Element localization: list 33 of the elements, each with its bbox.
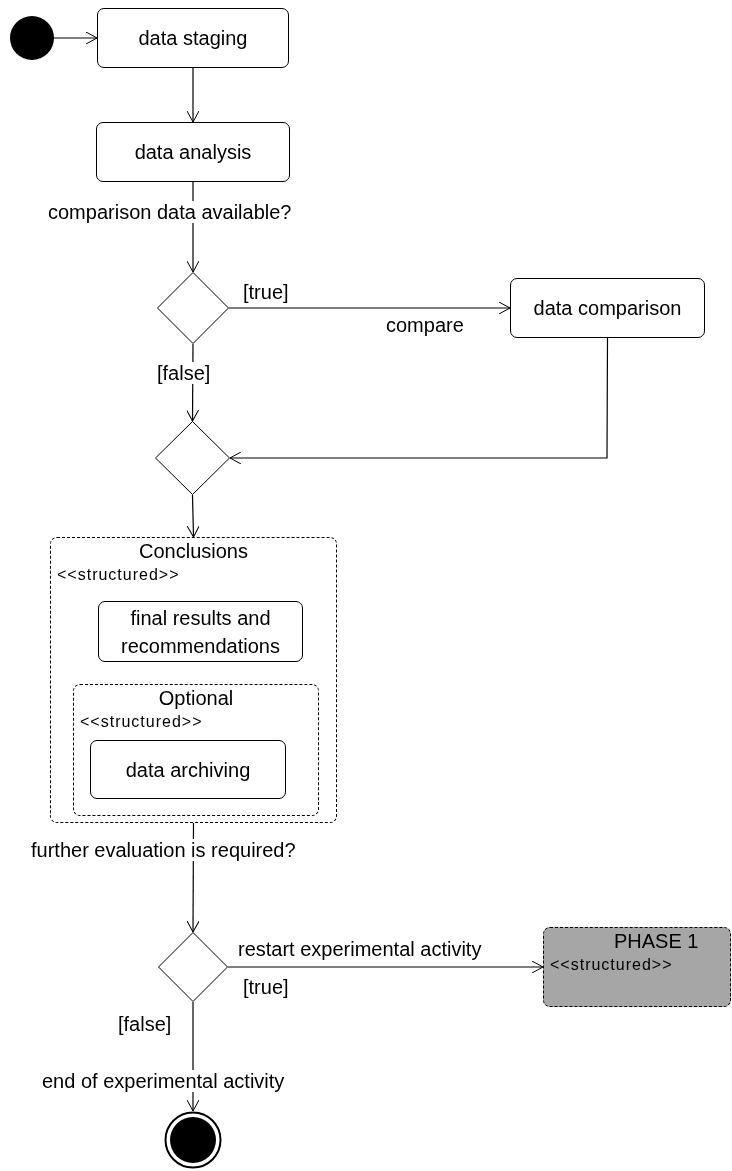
region-title: Optional: [157, 687, 235, 710]
stereotype-label: <<structured>>: [550, 956, 673, 974]
region-title: Conclusions: [138, 540, 249, 563]
edge-label: [true]: [243, 281, 289, 303]
edge-label: [false]: [157, 362, 211, 384]
action-box: data analysis: [96, 122, 290, 182]
edge-label: further evaluation is required?: [31, 839, 296, 861]
structured-region: [543, 927, 731, 1007]
arrow: [186, 67, 200, 123]
note-label: end of experimental activity: [42, 1070, 285, 1092]
decision-diamond: [158, 932, 228, 1002]
arrow: [229, 337, 609, 465]
edge-label: restart experimental activity: [238, 938, 482, 960]
structured-region: [50, 537, 337, 823]
action-box: data comparison: [510, 278, 705, 338]
structured-region: [73, 684, 319, 816]
stereotype-label: <<structured>>: [57, 566, 180, 584]
edge-label: [false]: [118, 1013, 172, 1035]
arrow: [228, 301, 511, 315]
arrow: [53, 31, 98, 45]
action-box: data staging: [97, 8, 289, 68]
decision-diamond: [157, 272, 229, 344]
action-box: data archiving: [90, 740, 286, 799]
initial-node: [10, 16, 54, 60]
final-node: [164, 1111, 222, 1169]
edge-label: comparison data available?: [48, 201, 292, 223]
region-title: PHASE 1: [614, 930, 699, 953]
note-label: [true]: [243, 976, 289, 998]
arrow: [227, 960, 544, 974]
arrow: [186, 494, 200, 538]
decision-diamond: [155, 421, 230, 495]
action-box: final results and recommendations: [98, 601, 303, 662]
stereotype-label: <<structured>>: [80, 713, 203, 731]
